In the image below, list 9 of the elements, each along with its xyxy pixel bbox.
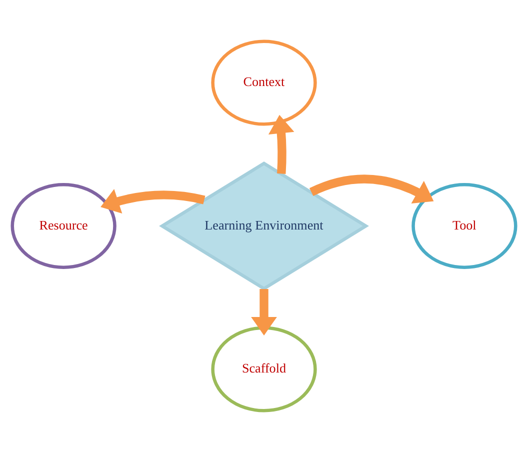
node-ellipse: Resource — [10, 182, 116, 269]
arrow — [251, 288, 277, 335]
arrow — [268, 114, 294, 174]
node-ellipse: Tool — [412, 182, 518, 269]
arrow — [100, 188, 206, 214]
node-ellipse: Scaffold — [211, 326, 317, 412]
arrow — [310, 174, 434, 203]
node-ellipse: Context — [211, 39, 317, 126]
node-diamond: Learning Environment — [159, 160, 369, 290]
